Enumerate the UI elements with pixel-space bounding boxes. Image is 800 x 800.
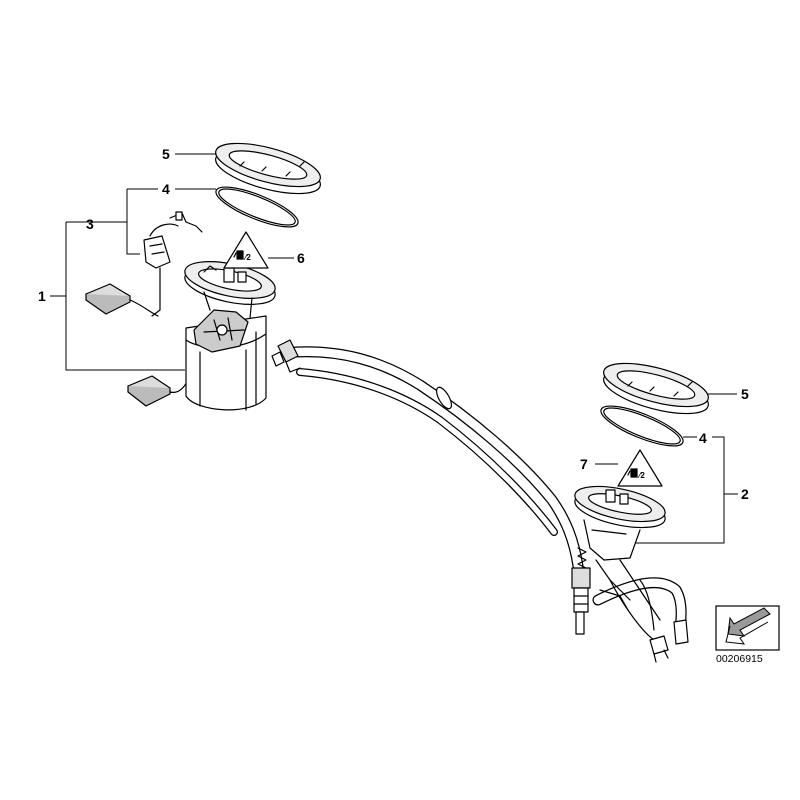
- direction-arrow-icon: [715, 605, 780, 651]
- callout-1: 1: [38, 288, 46, 304]
- fuel-level-sensor: [143, 211, 203, 317]
- callout-5-right: 5: [741, 386, 749, 402]
- fuel-hose-assembly: [271, 339, 689, 645]
- callout-2: 2: [741, 486, 749, 502]
- fuel-pump-warning-icon-right: ⁄2: [617, 449, 663, 487]
- callout-4-left: 4: [162, 181, 170, 197]
- callout-7: 7: [580, 456, 588, 472]
- float-pad-upper: [85, 283, 159, 317]
- float-pad-lower: [127, 375, 189, 407]
- fuel-sender-unit-right: [571, 485, 669, 663]
- fuel-pump-module-left: [184, 261, 276, 411]
- leader-lines: [50, 153, 738, 544]
- sealing-ring-left: [215, 142, 321, 195]
- callout-3: 3: [86, 216, 94, 232]
- sealing-ring-right: [603, 362, 709, 415]
- callout-5-left: 5: [162, 146, 170, 162]
- fuel-pump-warning-icon: ⁄2: [223, 231, 269, 269]
- document-number: 00206915: [716, 653, 763, 665]
- svg-text:⁄2: ⁄2: [243, 253, 251, 262]
- svg-text:⁄2: ⁄2: [637, 471, 645, 480]
- o-ring-left: [215, 186, 299, 228]
- callout-4-right: 4: [699, 430, 707, 446]
- o-ring-right: [600, 405, 684, 447]
- callout-6: 6: [297, 250, 305, 266]
